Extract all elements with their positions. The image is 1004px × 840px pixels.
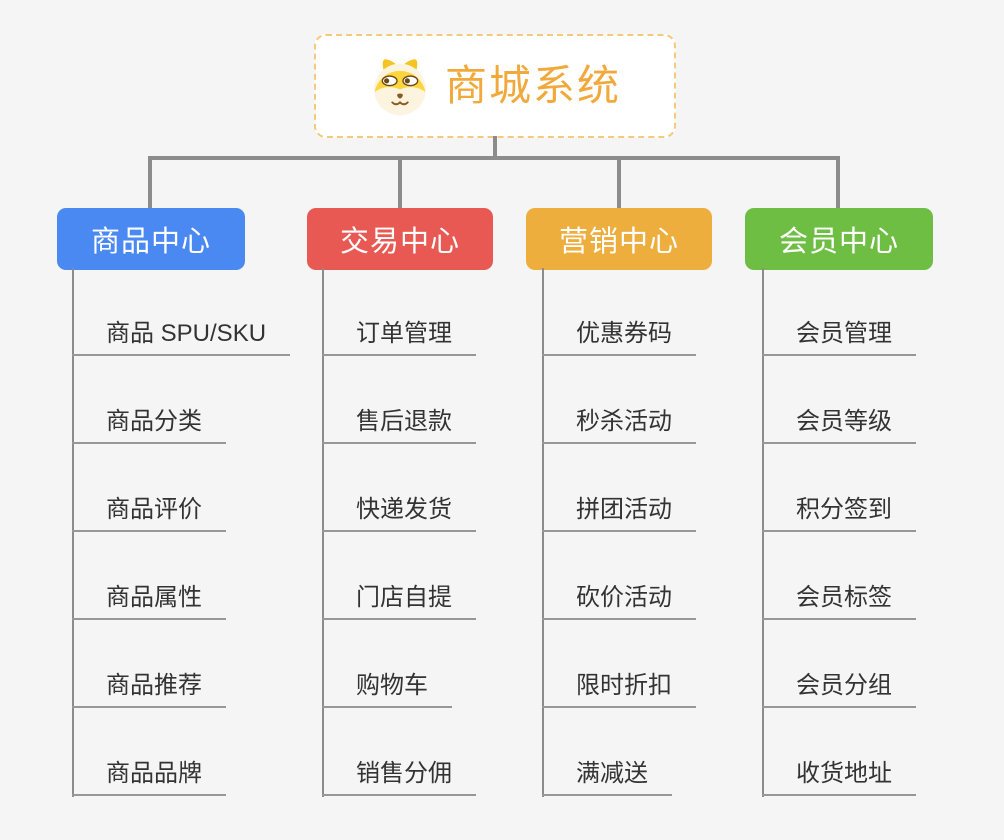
leaf-node[interactable]: 商品推荐 [72, 672, 226, 708]
root-title: 商城系统 [444, 62, 621, 109]
leaf-node[interactable]: 会员分组 [762, 672, 916, 708]
leaf-node[interactable]: 商品分类 [72, 408, 226, 444]
leaf-node[interactable]: 收货地址 [762, 760, 916, 796]
branch-header-member-center[interactable]: 会员中心 [745, 208, 933, 270]
leaf-node[interactable]: 订单管理 [322, 320, 476, 356]
connector-drop-branch-3 [617, 158, 621, 208]
leaf-node[interactable]: 满减送 [542, 760, 672, 796]
connector-spine-branch-4 [762, 268, 764, 797]
leaf-node[interactable]: 售后退款 [322, 408, 476, 444]
dog-face-icon [374, 59, 426, 116]
leaf-node[interactable]: 积分签到 [762, 496, 916, 532]
branch-header-marketing-center[interactable]: 营销中心 [526, 208, 712, 270]
leaf-node[interactable]: 商品品牌 [72, 760, 226, 796]
leaf-node[interactable]: 会员标签 [762, 584, 916, 620]
connector-drop-branch-2 [398, 158, 402, 208]
connector-drop-branch-4 [836, 158, 840, 208]
connector-spine-branch-3 [542, 268, 544, 797]
branch-header-trade-center[interactable]: 交易中心 [307, 208, 493, 270]
leaf-node[interactable]: 砍价活动 [542, 584, 696, 620]
root-node[interactable]: 商城系统 [314, 34, 676, 138]
leaf-node[interactable]: 限时折扣 [542, 672, 696, 708]
leaf-node[interactable]: 拼团活动 [542, 496, 696, 532]
leaf-node[interactable]: 销售分佣 [322, 760, 476, 796]
leaf-node[interactable]: 快递发货 [322, 496, 476, 532]
connector-horizontal-bar [148, 156, 840, 160]
connector-spine-branch-1 [72, 268, 74, 797]
leaf-node[interactable]: 会员等级 [762, 408, 916, 444]
connector-drop-branch-1 [148, 158, 152, 208]
leaf-node[interactable]: 商品 SPU/SKU [72, 320, 291, 356]
leaf-node[interactable]: 会员管理 [762, 320, 916, 356]
leaf-node[interactable]: 商品属性 [72, 584, 226, 620]
leaf-node[interactable]: 秒杀活动 [542, 408, 696, 444]
connector-spine-branch-2 [322, 268, 324, 797]
connector-root-stub [493, 136, 497, 158]
leaf-node[interactable]: 优惠券码 [542, 320, 696, 356]
branch-header-product-center[interactable]: 商品中心 [57, 208, 245, 270]
leaf-node[interactable]: 商品评价 [72, 496, 226, 532]
leaf-node[interactable]: 门店自提 [322, 584, 476, 620]
leaf-node[interactable]: 购物车 [322, 672, 452, 708]
